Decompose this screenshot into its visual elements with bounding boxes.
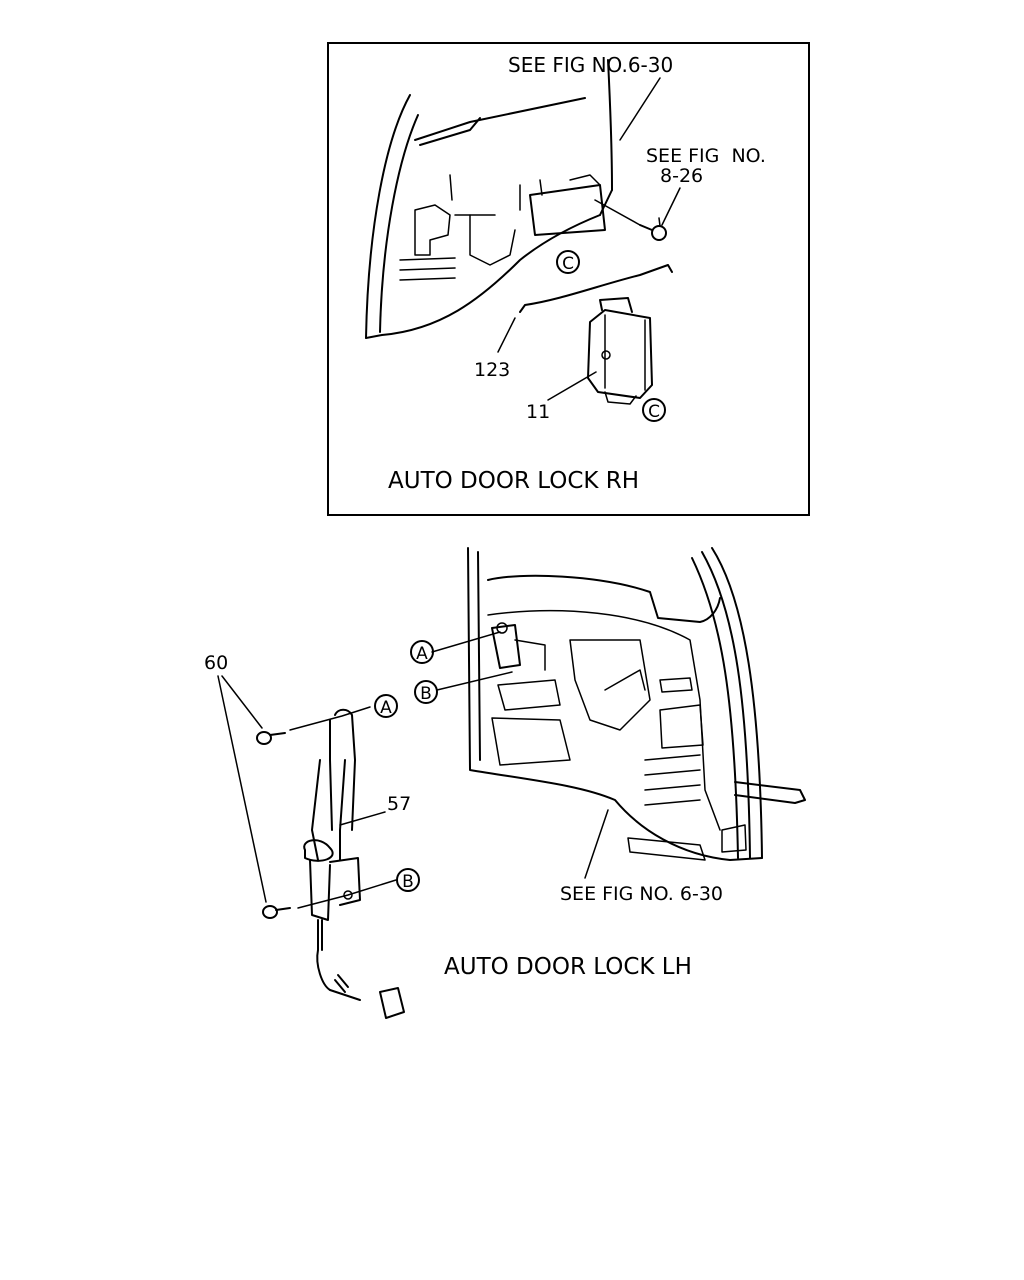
callout-a-label: A	[380, 698, 392, 718]
lh-leader-a-left	[289, 706, 371, 731]
callout-a-label: A	[416, 644, 428, 664]
lh-screws-60	[217, 675, 291, 919]
rh-see-fig-top: SEE FIG NO.6-30	[508, 53, 673, 77]
lh-leader-b-right	[436, 671, 513, 691]
lh-callout-b-right: B	[414, 680, 438, 704]
callout-c-label: C	[648, 402, 660, 422]
rh-leader-side	[661, 187, 681, 226]
rh-leader-123	[497, 317, 516, 353]
rh-callout-c-upper: C	[556, 250, 580, 274]
lh-section: A B A B 60 57 SEE FIG NO. 6-30 AUTO DOOR…	[204, 547, 806, 1019]
rh-leader-11	[547, 371, 597, 401]
lh-callout-b-left: B	[396, 868, 420, 892]
rh-part-123: 123	[474, 359, 510, 381]
lh-leader-a-right	[431, 631, 501, 653]
lh-title: AUTO DOOR LOCK LH	[444, 954, 692, 980]
rh-see-fig-side-line2: 8-26	[660, 165, 703, 187]
rh-door-outline	[365, 59, 641, 339]
callout-b-label: B	[402, 872, 414, 892]
rh-bolt	[639, 217, 667, 241]
lh-part-60: 60	[204, 652, 228, 674]
lh-callout-a-left: A	[374, 694, 398, 718]
lh-leader-57	[339, 811, 386, 826]
rh-leader-top	[619, 77, 661, 141]
lh-callout-a-right: A	[410, 640, 434, 664]
rh-part-11: 11	[526, 401, 550, 423]
lh-part-57: 57	[387, 793, 411, 815]
rh-panel: C C SEE FIG NO.6-30 SEE FIG NO. 8-26 123…	[327, 42, 810, 516]
callout-b-label: B	[420, 684, 432, 704]
rh-actuator-11	[587, 297, 653, 405]
rh-title: AUTO DOOR LOCK RH	[388, 468, 639, 494]
lh-leader-b-left	[297, 879, 397, 909]
rh-see-fig-side-line1: SEE FIG NO.	[646, 145, 766, 167]
lh-door-outline	[467, 547, 806, 861]
rh-rod-123	[519, 264, 673, 313]
callout-c-label: C	[562, 254, 574, 274]
lh-switch-57	[303, 708, 405, 1019]
rh-panel-border	[327, 42, 810, 516]
lh-leader-see-fig	[584, 809, 609, 879]
lh-see-fig-bottom: SEE FIG NO. 6-30	[560, 883, 723, 905]
rh-callout-c-lower: C	[642, 398, 666, 422]
